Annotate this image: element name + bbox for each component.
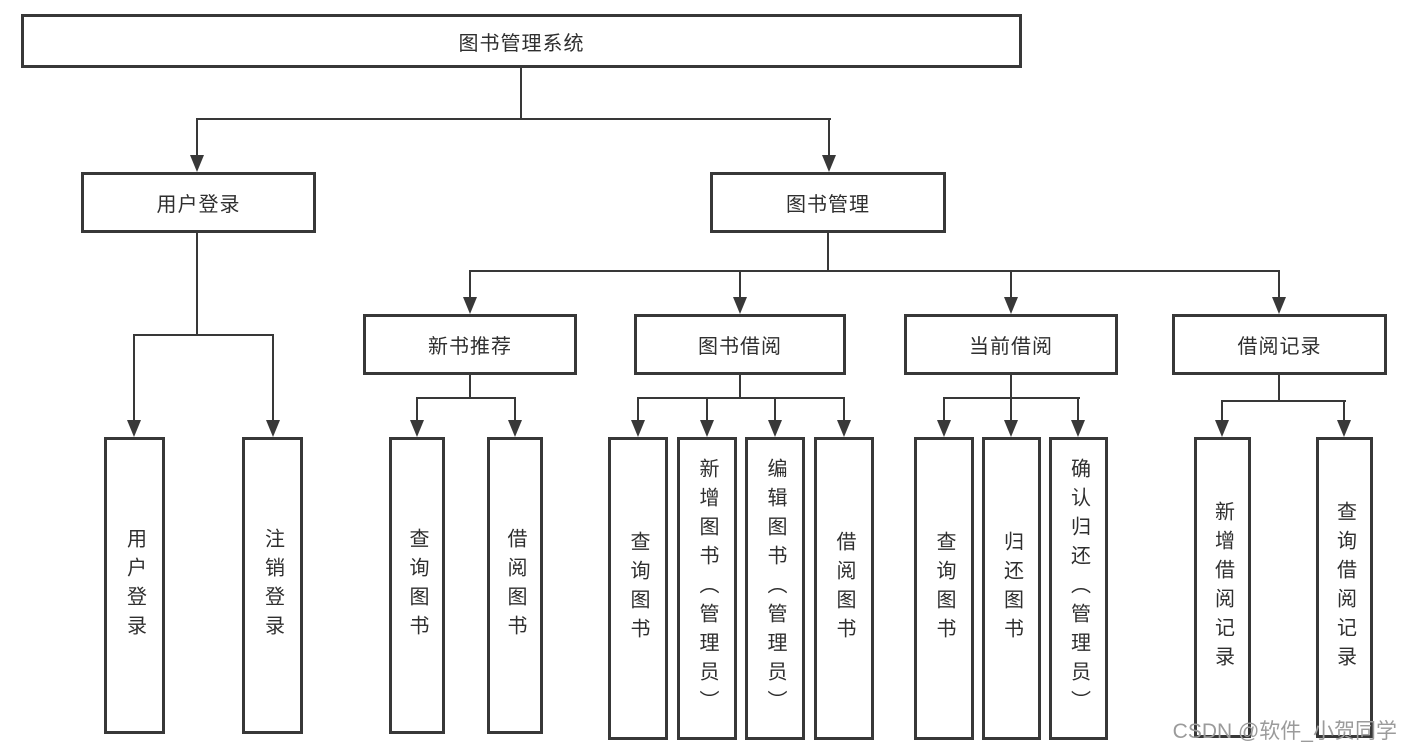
arrow-down-icon — [266, 420, 280, 437]
node-label: 查询图书 — [933, 530, 955, 647]
connector-line — [706, 397, 708, 421]
arrow-down-icon — [700, 420, 714, 437]
connector-line — [843, 397, 845, 421]
node-leaf-query-books-3: 查询图书 — [914, 437, 974, 740]
node-label: 编辑图书（管理员） — [764, 458, 786, 719]
arrow-down-icon — [733, 297, 747, 314]
connector-line — [469, 270, 471, 300]
connector-line — [1221, 400, 1346, 402]
node-label: 归还图书 — [1000, 530, 1023, 647]
connector-line — [1221, 400, 1223, 421]
node-leaf-query-books-2: 查询图书 — [608, 437, 668, 740]
arrow-down-icon — [768, 420, 782, 437]
connector-line — [196, 118, 198, 157]
connector-line — [828, 118, 830, 157]
node-leaf-add-borrow-record: 新增借阅记录 — [1194, 437, 1251, 738]
node-user-login: 用户登录 — [81, 172, 316, 233]
node-label: 新增借阅记录 — [1211, 500, 1234, 675]
connector-line — [416, 397, 516, 399]
arrow-down-icon — [127, 420, 141, 437]
node-leaf-borrow-books-2: 借阅图书 — [814, 437, 874, 740]
node-label: 确认归还（管理员） — [1067, 458, 1090, 719]
node-label: 借阅图书 — [504, 527, 526, 644]
connector-line — [739, 375, 741, 399]
node-label: 查询图书 — [627, 530, 649, 647]
arrow-down-icon — [1215, 420, 1229, 437]
arrow-down-icon — [937, 420, 951, 437]
connector-line — [196, 118, 831, 120]
node-leaf-query-books-1: 查询图书 — [389, 437, 445, 734]
arrow-down-icon — [822, 155, 836, 172]
node-label: 查询图书 — [406, 527, 428, 644]
node-leaf-logout-login: 注销登录 — [242, 437, 303, 734]
node-label: 借阅记录 — [1237, 336, 1322, 358]
arrow-down-icon — [1071, 420, 1085, 437]
watermark-text: CSDN @软件_小贺同学 — [1172, 720, 1397, 743]
node-leaf-return-books: 归还图书 — [982, 437, 1041, 740]
connector-line — [469, 375, 471, 399]
connector-line — [1278, 375, 1280, 402]
arrow-down-icon — [190, 155, 204, 172]
connector-line — [1077, 397, 1079, 421]
node-book-borrow: 图书借阅 — [634, 314, 846, 375]
connector-line — [1010, 375, 1012, 399]
connector-line — [1010, 397, 1012, 421]
connector-line — [739, 270, 741, 300]
connector-line — [637, 397, 639, 421]
connector-line — [520, 68, 522, 119]
connector-line — [943, 397, 945, 421]
connector-line — [469, 270, 1280, 272]
connector-line — [416, 397, 418, 421]
node-label: 查询借阅记录 — [1333, 500, 1356, 675]
node-label: 注销登录 — [261, 527, 284, 644]
arrow-down-icon — [837, 420, 851, 437]
connector-line — [133, 334, 135, 422]
node-label: 当前借阅 — [969, 336, 1053, 358]
arrow-down-icon — [410, 420, 424, 437]
node-leaf-query-borrow-record: 查询借阅记录 — [1316, 437, 1373, 738]
node-label: 用户登录 — [156, 194, 241, 216]
node-label: 用户登录 — [123, 527, 146, 644]
arrow-down-icon — [1337, 420, 1351, 437]
node-leaf-borrow-books-1: 借阅图书 — [487, 437, 543, 734]
connector-line — [1343, 400, 1345, 421]
connector-line — [1010, 270, 1012, 300]
connector-line — [637, 397, 845, 399]
arrow-down-icon — [631, 420, 645, 437]
arrow-down-icon — [508, 420, 522, 437]
node-label: 借阅图书 — [833, 530, 855, 647]
node-leaf-add-book-admin: 新增图书（管理员） — [677, 437, 737, 740]
node-label: 新增图书（管理员） — [696, 458, 718, 719]
node-new-book-recommend: 新书推荐 — [363, 314, 577, 375]
connector-line — [272, 334, 274, 422]
connector-line — [827, 233, 829, 272]
connector-line — [774, 397, 776, 421]
connector-line — [1278, 270, 1280, 300]
node-library-management-system: 图书管理系统 — [21, 14, 1022, 68]
connector-line — [133, 334, 274, 336]
node-label: 新书推荐 — [428, 336, 512, 358]
node-leaf-confirm-return-admin: 确认归还（管理员） — [1049, 437, 1108, 740]
node-label: 图书借阅 — [698, 336, 782, 358]
connector-line — [196, 233, 198, 336]
node-leaf-user-login: 用户登录 — [104, 437, 165, 734]
node-borrow-records: 借阅记录 — [1172, 314, 1387, 375]
node-label: 图书管理系统 — [458, 32, 585, 55]
node-leaf-edit-book-admin: 编辑图书（管理员） — [745, 437, 805, 740]
node-current-borrow: 当前借阅 — [904, 314, 1118, 375]
node-book-management: 图书管理 — [710, 172, 946, 233]
node-label: 图书管理 — [786, 194, 870, 216]
arrow-down-icon — [1004, 420, 1018, 437]
arrow-down-icon — [1004, 297, 1018, 314]
arrow-down-icon — [1272, 297, 1286, 314]
arrow-down-icon — [463, 297, 477, 314]
connector-line — [514, 397, 516, 421]
